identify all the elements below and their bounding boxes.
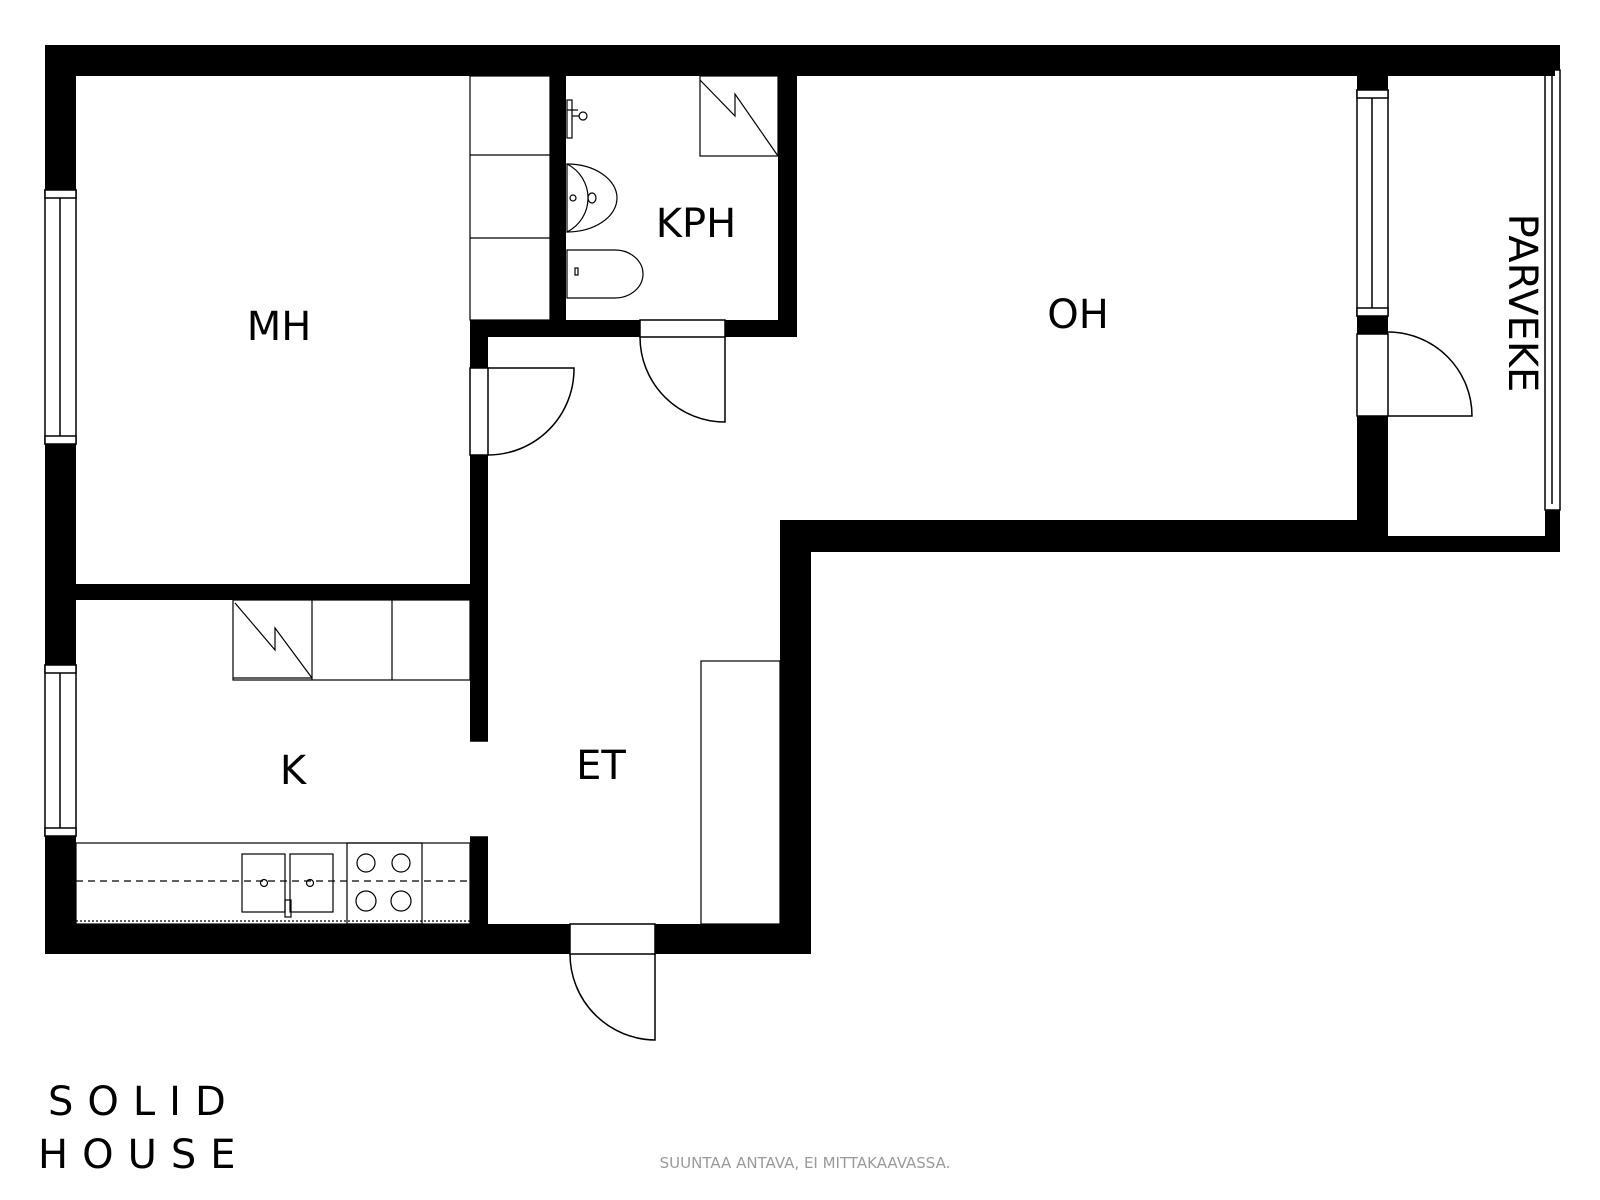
wall-oh-right-mid bbox=[1357, 316, 1388, 334]
door-kph bbox=[639, 336, 726, 423]
tap-icon bbox=[566, 99, 588, 139]
solid-house-logo: SOLID HOUSE bbox=[38, 1079, 250, 1178]
wall-kph-right bbox=[778, 45, 797, 337]
walls bbox=[45, 45, 1560, 954]
wall-et-right bbox=[780, 520, 811, 954]
door-balcony-frame bbox=[1356, 333, 1389, 417]
wall-left-upper bbox=[45, 45, 76, 190]
shower-kph bbox=[699, 75, 779, 157]
fridge-kitchen bbox=[234, 602, 313, 679]
room-label-et: ET bbox=[576, 743, 626, 789]
wall-et-left-mid bbox=[470, 455, 488, 741]
cabinet-kitchen bbox=[232, 599, 471, 681]
door-kph-frame bbox=[639, 319, 726, 338]
wall-top bbox=[45, 45, 1555, 76]
logo-line-1: SOLID bbox=[48, 1079, 240, 1125]
wall-oh-right-top bbox=[1357, 45, 1388, 90]
wall-mh-k bbox=[45, 584, 488, 600]
room-label-kph: KPH bbox=[656, 201, 736, 247]
room-label-k: K bbox=[280, 748, 308, 794]
toilet-kph bbox=[566, 249, 644, 299]
door-mh bbox=[487, 367, 575, 456]
room-label-oh: OH bbox=[1047, 292, 1109, 338]
wardrobe-mh bbox=[469, 75, 551, 321]
wardrobe-et bbox=[700, 660, 781, 925]
opening-k-et bbox=[470, 741, 488, 837]
wall-balcony-right-top bbox=[1545, 45, 1560, 70]
wall-balcony-bottom bbox=[1388, 536, 1560, 552]
wall-oh-bottom bbox=[780, 520, 1375, 552]
room-label-parveke: PARVEKE bbox=[1499, 214, 1545, 393]
wall-kph-left bbox=[550, 45, 566, 337]
window-balcony bbox=[1544, 69, 1561, 511]
wall-kph-bottom-a bbox=[470, 320, 640, 337]
disclaimer-text: SUUNTAA ANTAVA, EI MITTAKAAVASSA. bbox=[660, 1154, 951, 1172]
wall-et-left-low bbox=[470, 837, 488, 954]
wall-left-middle bbox=[45, 444, 76, 665]
door-balcony bbox=[1387, 331, 1473, 417]
room-label-mh: MH bbox=[247, 304, 312, 350]
wall-bottom-left bbox=[45, 924, 570, 954]
logo-line-2: HOUSE bbox=[38, 1132, 250, 1178]
door-entrance bbox=[569, 953, 656, 1041]
kitchen-sink-right bbox=[289, 853, 334, 913]
doors bbox=[469, 319, 1473, 1041]
door-mh-frame bbox=[469, 367, 489, 456]
fixtures bbox=[75, 75, 781, 925]
door-entrance-frame bbox=[569, 923, 656, 955]
kitchen-sink-left bbox=[241, 853, 286, 913]
windows bbox=[44, 69, 1561, 837]
stove-kitchen bbox=[346, 842, 423, 925]
wall-oh-right-low bbox=[1357, 416, 1388, 552]
counter-kitchen bbox=[75, 842, 471, 925]
